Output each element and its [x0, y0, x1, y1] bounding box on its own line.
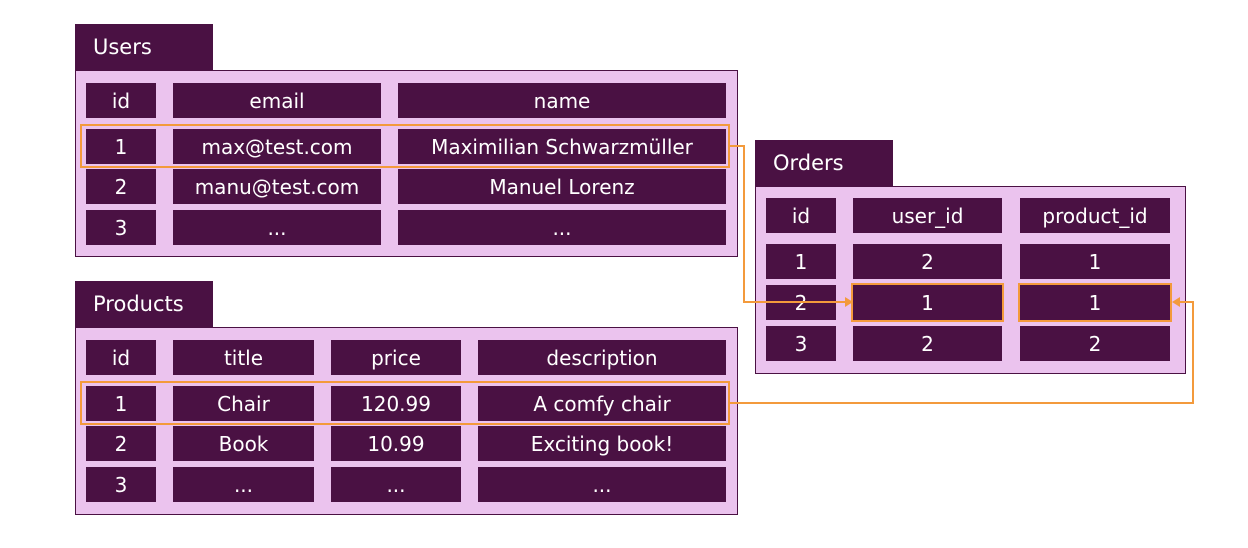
orders-header-product-id: product_id — [1020, 198, 1170, 233]
users-cell-id: 2 — [86, 169, 156, 204]
orders-cell-product-id: 1 — [1018, 283, 1172, 322]
orders-cell-product-id: 1 — [1020, 244, 1170, 279]
user-relation-line — [730, 145, 848, 303]
products-header-description: description — [478, 340, 726, 375]
products-cell-title: Book — [173, 426, 314, 461]
users-cell-name: ... — [398, 210, 726, 245]
orders-cell-user-id: 1 — [851, 283, 1004, 322]
orders-header-id: id — [766, 198, 836, 233]
products-cell-description: Exciting book! — [478, 426, 726, 461]
products-cell-id: 1 — [86, 386, 156, 421]
user-relation-arrowhead — [845, 297, 853, 307]
orders-cell-product-id: 2 — [1020, 326, 1170, 361]
products-cell-price: ... — [331, 467, 461, 502]
products-header-title: title — [173, 340, 314, 375]
product-relation-line — [730, 301, 1194, 404]
products-cell-id: 2 — [86, 426, 156, 461]
products-cell-id: 3 — [86, 467, 156, 502]
users-cell-email: manu@test.com — [173, 169, 381, 204]
users-cell-id: 1 — [86, 129, 156, 164]
products-cell-title: Chair — [173, 386, 314, 421]
orders-cell-id: 1 — [766, 244, 836, 279]
users-cell-id: 3 — [86, 210, 156, 245]
users-cell-name: Maximilian Schwarzmüller — [398, 129, 726, 164]
products-cell-price: 120.99 — [331, 386, 461, 421]
users-table-title: Users — [75, 24, 213, 70]
orders-header-user-id: user_id — [853, 198, 1002, 233]
orders-cell-id: 3 — [766, 326, 836, 361]
users-header-email: email — [173, 83, 381, 118]
product-relation-arrowhead — [1172, 297, 1180, 307]
products-cell-title: ... — [173, 467, 314, 502]
products-cell-description: A comfy chair — [478, 386, 726, 421]
orders-cell-user-id: 2 — [853, 244, 1002, 279]
products-header-id: id — [86, 340, 156, 375]
products-table-title: Products — [75, 281, 213, 327]
users-cell-email: ... — [173, 210, 381, 245]
orders-table-title: Orders — [755, 140, 893, 186]
products-cell-price: 10.99 — [331, 426, 461, 461]
orders-cell-user-id: 2 — [853, 326, 1002, 361]
products-header-price: price — [331, 340, 461, 375]
users-cell-email: max@test.com — [173, 129, 381, 164]
products-cell-description: ... — [478, 467, 726, 502]
users-header-name: name — [398, 83, 726, 118]
users-cell-name: Manuel Lorenz — [398, 169, 726, 204]
users-header-id: id — [86, 83, 156, 118]
